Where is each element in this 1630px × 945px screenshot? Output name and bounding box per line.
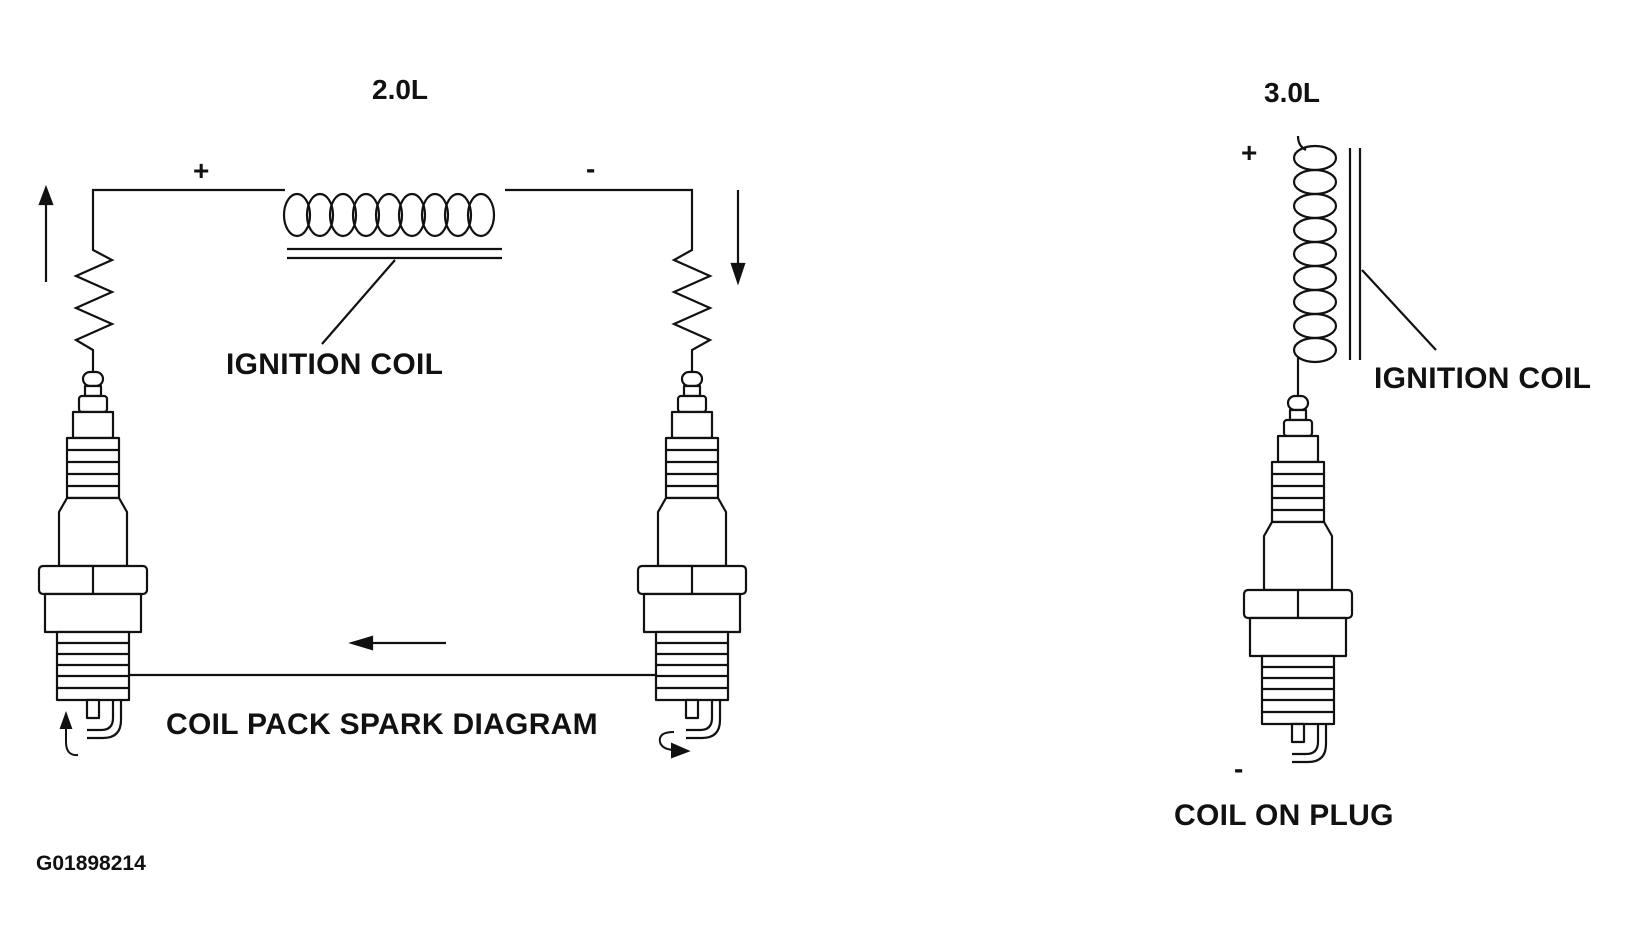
spark-plug-coil-on-plug [1242,394,1354,764]
spark-plug-left [37,370,149,740]
ignition-coil-label: IGNITION COIL [1374,362,1592,395]
coil-on-plug-winding [1292,135,1437,396]
figure-id: G01898214 [36,852,146,875]
engine-label-3-0l: 3.0L [1264,77,1321,108]
ignition-coil-label: IGNITION COIL [226,348,444,381]
spark-gap-arrows [59,711,691,759]
minus-terminal-label: - [1234,753,1244,784]
minus-terminal-label: - [586,153,596,184]
coil-pack-caption: COIL PACK SPARK DIAGRAM [166,708,598,741]
plus-terminal-label: + [193,155,210,186]
plus-terminal-label: + [1241,137,1258,168]
coil-pack-circuit [73,188,713,677]
coil-on-plug-caption: COIL ON PLUG [1174,799,1394,832]
current-flow-arrows [38,184,746,651]
coil-winding-2-0l [282,192,502,345]
spark-plug-right [636,370,748,740]
engine-label-2-0l: 2.0L [372,74,429,105]
